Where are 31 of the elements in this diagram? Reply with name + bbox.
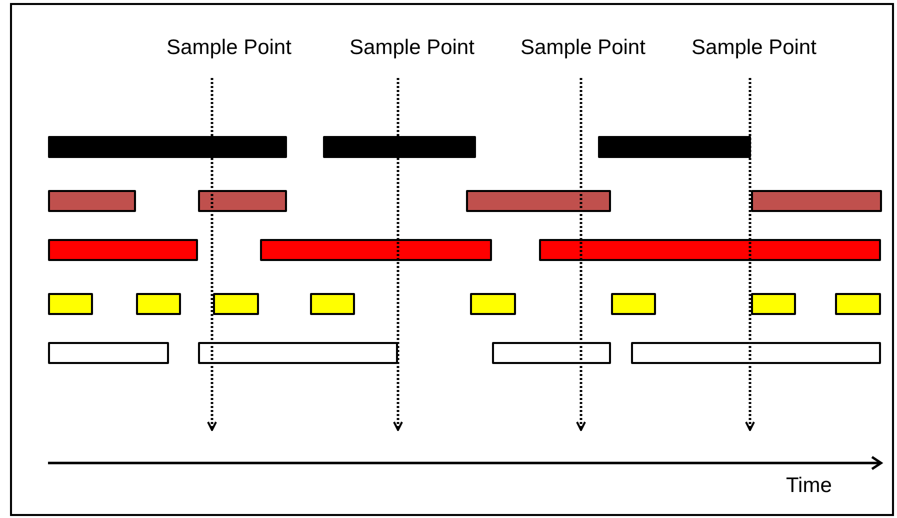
timeline-bar — [470, 293, 516, 315]
timeline-bar — [198, 342, 398, 364]
timeline-bar — [48, 239, 198, 261]
timeline-bar — [611, 293, 656, 315]
dotted-arrow — [576, 78, 586, 431]
timeline-bar — [323, 136, 476, 158]
timeline-bar — [213, 293, 259, 315]
timeline-bar — [539, 239, 881, 261]
timeline-bar — [48, 342, 169, 364]
timeline-bar — [492, 342, 611, 364]
timeline-bar — [48, 190, 136, 212]
sample-point-label: Sample Point — [679, 34, 829, 62]
timeline-bar — [466, 190, 611, 212]
timeline-bar — [136, 293, 181, 315]
sample-point-label: Sample Point — [508, 34, 658, 62]
timeline-bar — [48, 136, 287, 158]
timeline-bar — [48, 293, 93, 315]
sample-point-label: Sample Point — [337, 34, 487, 62]
timeline-bar — [310, 293, 355, 315]
dotted-arrow — [393, 78, 403, 431]
timeline-bar — [751, 293, 796, 315]
sample-point-label: Sample Point — [154, 34, 304, 62]
timeline-bar — [198, 190, 287, 212]
timeline-bar — [598, 136, 751, 158]
timeline-bar — [631, 342, 881, 364]
timeline-bar — [260, 239, 492, 261]
timeline-bar — [751, 190, 882, 212]
axis-label: Time — [786, 473, 832, 499]
dotted-arrow — [207, 78, 217, 431]
timeline-bar — [835, 293, 881, 315]
dotted-arrow — [745, 78, 755, 431]
